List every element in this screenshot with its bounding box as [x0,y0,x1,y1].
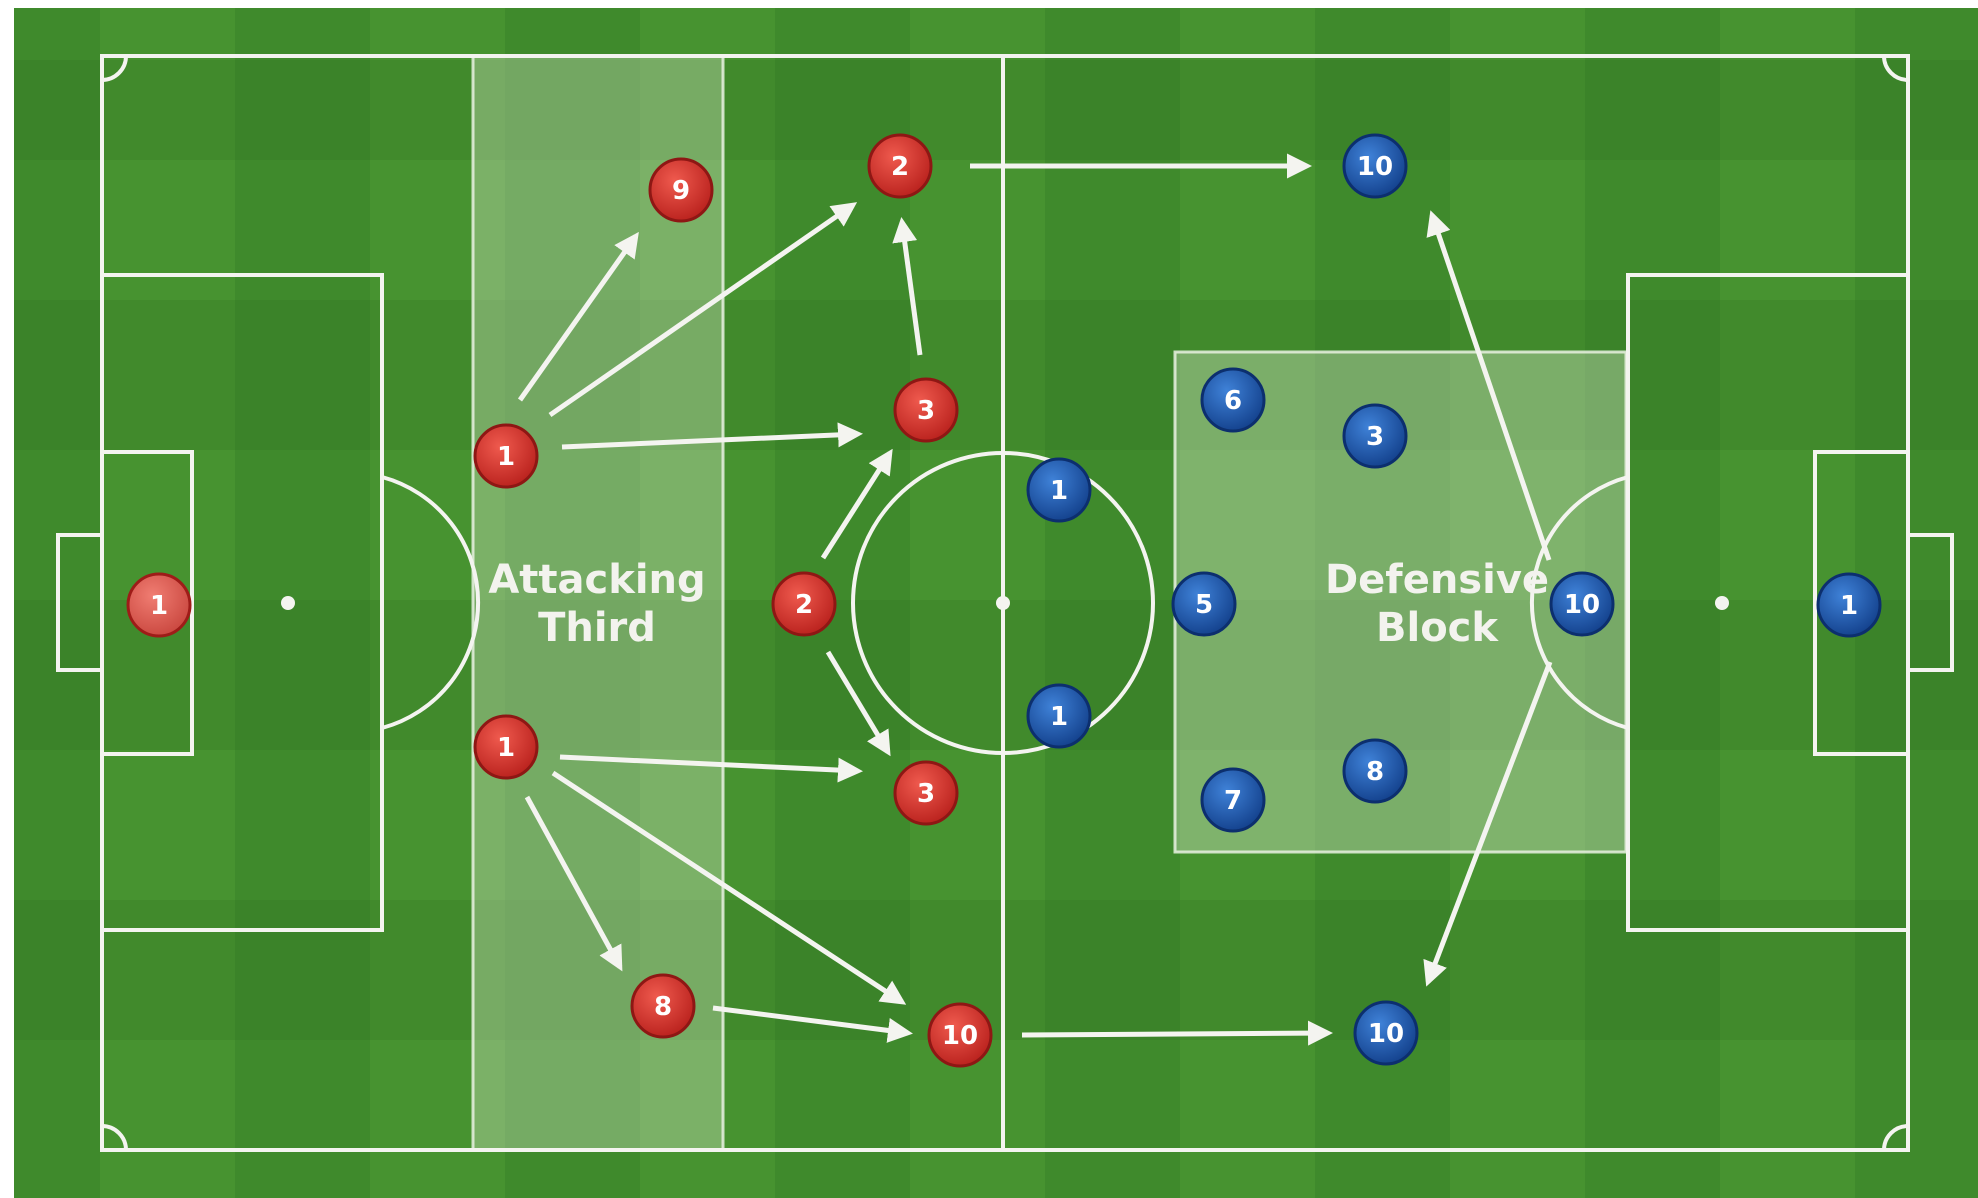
mowing-stripes-horizontal [14,60,1978,1040]
attacking-third-label-line2: Third [538,605,656,651]
player-number: 3 [1366,422,1384,452]
pitch-spots [281,596,1729,610]
arrow-2-to-bottom-3 [825,650,891,757]
player-token-blue[interactable]: 7 [1200,767,1266,833]
player-token-blue[interactable]: 5 [1171,571,1237,637]
corner-arc-tl [101,55,128,82]
player-token-red[interactable]: 3 [893,760,959,826]
arrow-blue-cover-bottom [1423,661,1553,987]
right-goal [1906,533,1954,672]
left-margin [0,0,14,1198]
arrow-wide-to-top-2 [548,202,858,418]
player-number: 9 [672,176,690,206]
arrow-wide-to-8 [524,795,623,972]
attacking-third-zone [473,56,723,1150]
arrow-8-to-10 [712,1005,913,1043]
player-token-blue[interactable]: 3 [1342,403,1408,469]
left-goal [56,533,104,672]
arrow-2-to-top-3 [820,448,893,560]
player-number: 10 [1564,590,1600,620]
corner-arc-br [1882,1124,1909,1151]
player-number: 7 [1224,786,1242,816]
arrow-3-to-2 [892,217,923,356]
player-token-red[interactable]: 9 [648,157,714,223]
player-token-red[interactable]: 3 [893,377,959,443]
player-tokens: 1 1 1 9 8 2 3 2 [126,133,1882,1068]
right-penalty-arc [1529,475,1629,730]
player-token-blue[interactable]: 10 [1353,1000,1419,1066]
defensive-block-label-line1: Defensive [1325,557,1549,603]
player-number: 10 [1357,152,1393,182]
attacking-third-label-line1: Attacking [488,557,705,603]
player-number: 2 [795,590,813,620]
center-circle [851,451,1155,755]
player-token-red[interactable]: 2 [867,133,933,199]
player-token-blue[interactable]: 1 [1026,683,1092,749]
arrow-wide-to-top-3 [561,422,863,450]
top-margin [0,0,1978,8]
player-token-red[interactable]: 1 [473,714,539,780]
player-number: 3 [917,396,935,426]
defensive-block-label-line2: Block [1376,605,1499,651]
player-number: 1 [150,591,168,621]
player-token-blue[interactable]: 1 [1816,572,1882,638]
left-penalty-arc [381,475,481,730]
player-number: 1 [1050,702,1068,732]
corner-arc-tr [1882,55,1909,82]
player-number: 10 [1368,1019,1404,1049]
corner-arc-bl [101,1124,128,1151]
player-token-red[interactable]: 10 [927,1002,993,1068]
arrow-wide-to-9 [517,231,639,402]
movement-arrows [517,153,1553,1046]
center-spot [996,596,1010,610]
arrow-blue-cover-top [1426,210,1552,561]
player-token-blue[interactable]: 6 [1200,367,1266,433]
player-number: 10 [942,1021,978,1051]
player-token-red[interactable]: 1 [473,423,539,489]
player-token-blue[interactable]: 10 [1342,133,1408,199]
player-number: 8 [654,992,672,1022]
left-penalty-spot [281,596,295,610]
player-number: 1 [497,442,515,472]
player-number: 1 [497,733,515,763]
player-number: 1 [1840,591,1858,621]
arrow-wide-to-bottom-3 [559,754,863,783]
player-number: 1 [1050,476,1068,506]
player-token-red[interactable]: 1 [126,572,192,638]
player-number: 5 [1195,590,1213,620]
player-token-blue[interactable]: 10 [1549,571,1615,637]
player-number: 2 [891,152,909,182]
arrow-wide-to-10 [551,770,907,1005]
player-token-red[interactable]: 2 [771,571,837,637]
player-token-blue[interactable]: 1 [1026,457,1092,523]
player-number: 6 [1224,386,1242,416]
right-penalty-spot [1715,596,1729,610]
player-token-red[interactable]: 8 [630,973,696,1039]
player-token-blue[interactable]: 8 [1342,738,1408,804]
arrow-bottom-run [1021,1020,1333,1046]
player-number: 3 [917,779,935,809]
player-number: 8 [1366,757,1384,787]
